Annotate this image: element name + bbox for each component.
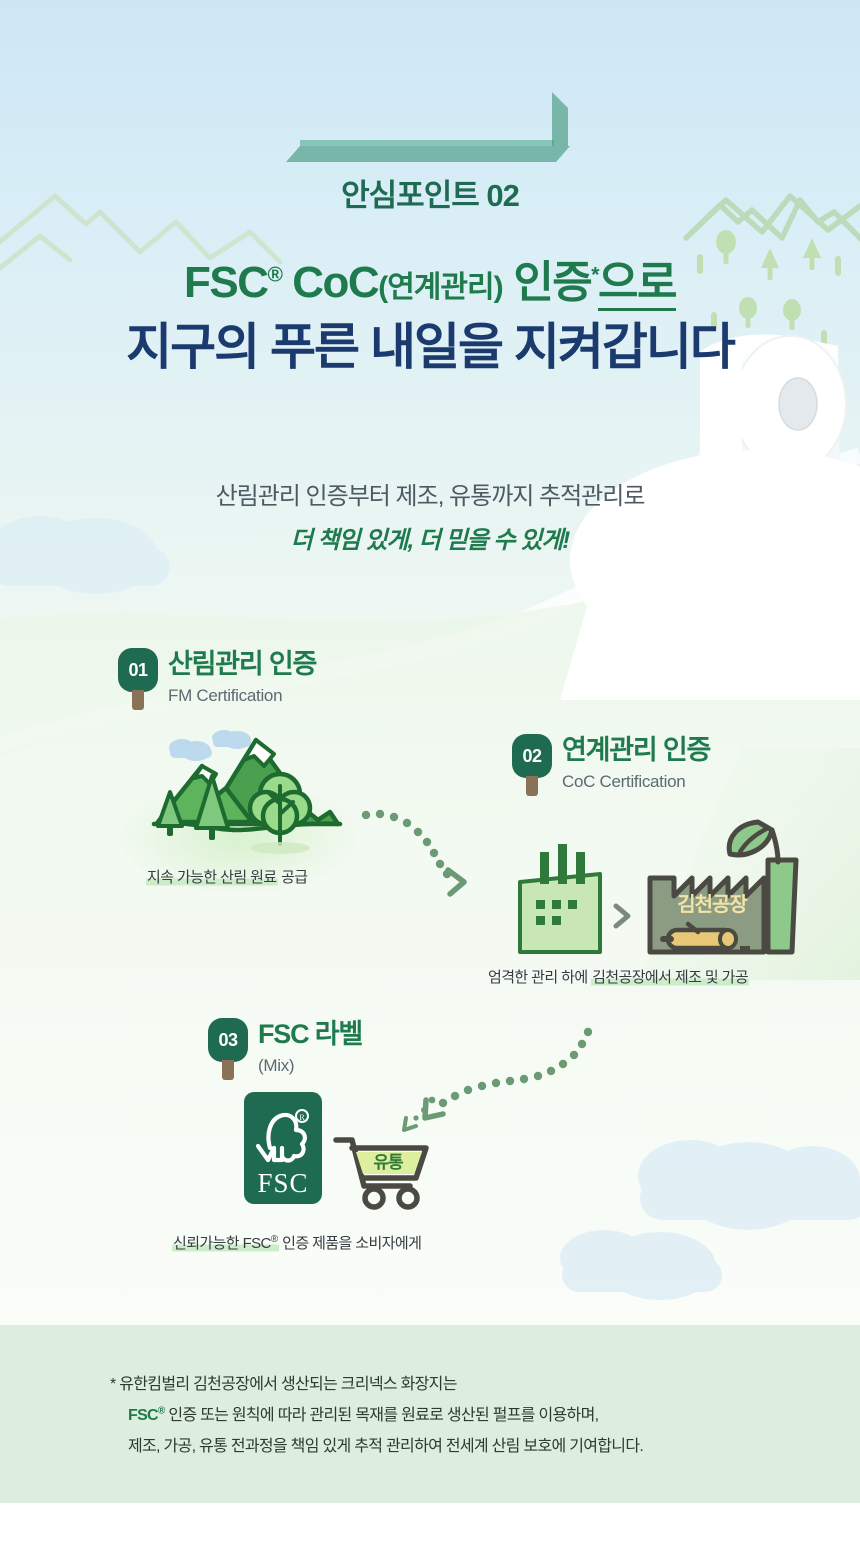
- footer-disclaimer: * 유한킴벌리 김천공장에서 생산되는 크리넥스 화장지는 FSC® 인증 또는…: [0, 1325, 860, 1503]
- arrow-step2-to-step3-icon: [422, 1027, 593, 1121]
- asterisk-icon: *: [591, 263, 599, 287]
- badge-stem-icon: [222, 1060, 234, 1080]
- step-01-title-en: FM Certification: [168, 685, 283, 705]
- step-02-title-kr: 연계관리 인증: [562, 735, 711, 765]
- step-03-number: 03: [208, 1018, 248, 1062]
- registered-mark-icon: ®: [157, 1405, 165, 1417]
- step-01-badge: 01: [118, 648, 158, 710]
- svg-text:FSC: FSC: [257, 1168, 308, 1198]
- step-01-title-kr: 산림관리 인증: [168, 649, 317, 679]
- registered-mark-icon: ®: [267, 263, 283, 287]
- title-line-2: 지구의 푸른 내일을 지켜갑니다: [126, 318, 736, 375]
- title-coc: CoC: [292, 258, 379, 307]
- footer-line-3: 제조, 가공, 유통 전과정을 책임 있게 추적 관리하여 전세계 산림 보호에…: [128, 1438, 644, 1456]
- svg-text:R: R: [299, 1113, 305, 1122]
- step-01-caption: 지속 가능한 산림 원료 공급: [146, 866, 308, 887]
- factory-label: 김천공장: [677, 894, 748, 916]
- step-03: 03 FSC 라벨 (Mix): [208, 1018, 363, 1080]
- step-03-title-en: (Mix): [258, 1055, 295, 1075]
- badge-stem-icon: [526, 776, 538, 796]
- step-02: 02 연계관리 인증 CoC Certification: [512, 734, 711, 796]
- step-02-title-en: CoC Certification: [562, 771, 686, 791]
- step-03-title-kr: FSC 라벨: [258, 1019, 363, 1049]
- footer-fsc: FSC: [128, 1407, 159, 1425]
- step-02-caption-plain: 엄격한 관리 하에: [488, 969, 592, 986]
- title-fsc: FSC: [184, 258, 269, 307]
- step-01-number: 01: [118, 648, 158, 692]
- page-title: FSC® CoC(연계관리) 인증*으로 지구의 푸른 내일을 지켜갑니다: [0, 258, 860, 376]
- mountain-forest-icon: [151, 730, 343, 854]
- registered-mark-icon: ®: [270, 1234, 278, 1245]
- step-03-caption-highlight: 신뢰가능한 FSC®: [172, 1234, 279, 1252]
- badge-stem-icon: [132, 690, 144, 710]
- step-02-number: 02: [512, 734, 552, 778]
- subtitle-line-1: 산림관리 인증부터 제조, 유통까지 추적관리로: [215, 483, 646, 510]
- step-01-caption-plain: 공급: [277, 869, 308, 886]
- fsc-label-icon: R FSC 유통: [240, 1090, 440, 1210]
- footer-line-2: FSC® 인증 또는 원칙에 따라 관리된 목재를 원료로 생산된 펄프를 이용…: [110, 1400, 860, 1431]
- cloud-decoration: [560, 1140, 860, 1300]
- step-02-caption: 엄격한 관리 하에 김천공장에서 제조 및 가공: [488, 966, 750, 987]
- cart-label: 유통: [373, 1153, 403, 1172]
- step-01-caption-highlight: 지속 가능한 산림 원료: [146, 869, 278, 886]
- factory-icon: 김천공장: [500, 812, 800, 962]
- step-03-badge: 03: [208, 1018, 248, 1080]
- footer-line-2-text: 인증 또는 원칙에 따라 관리된 목재를 원료로 생산된 펄프를 이용하며,: [164, 1407, 599, 1425]
- step-02-caption-highlight: 김천공장에서 제조 및 가공: [591, 969, 750, 986]
- banner-label: 안심포인트 02: [341, 178, 520, 213]
- section-banner: 안심포인트 02: [0, 84, 860, 213]
- arrow-step1-to-step2-icon: [361, 809, 467, 897]
- subtitle-line-2: 더 책임 있게, 더 믿을 수 있게!: [290, 527, 571, 554]
- step-02-badge: 02: [512, 734, 552, 796]
- step-03-caption-plain: 인증 제품을 소비자에게: [278, 1235, 422, 1252]
- step-03-caption: 신뢰가능한 FSC® 인증 제품을 소비자에게: [172, 1232, 422, 1253]
- title-line-1: FSC® CoC(연계관리) 인증*으로: [0, 258, 860, 311]
- title-suffix: 으로: [597, 258, 677, 311]
- step-01: 01 산림관리 인증 FM Certification: [118, 648, 317, 710]
- footer-line-1: * 유한킴벌리 김천공장에서 생산되는 크리넥스 화장지는: [110, 1376, 457, 1393]
- title-coc-korean: (연계관리): [378, 271, 503, 304]
- page-subtitle: 산림관리 인증부터 제조, 유통까지 추적관리로 더 책임 있게, 더 믿을 수…: [0, 476, 860, 555]
- title-certification: 인증: [513, 258, 592, 307]
